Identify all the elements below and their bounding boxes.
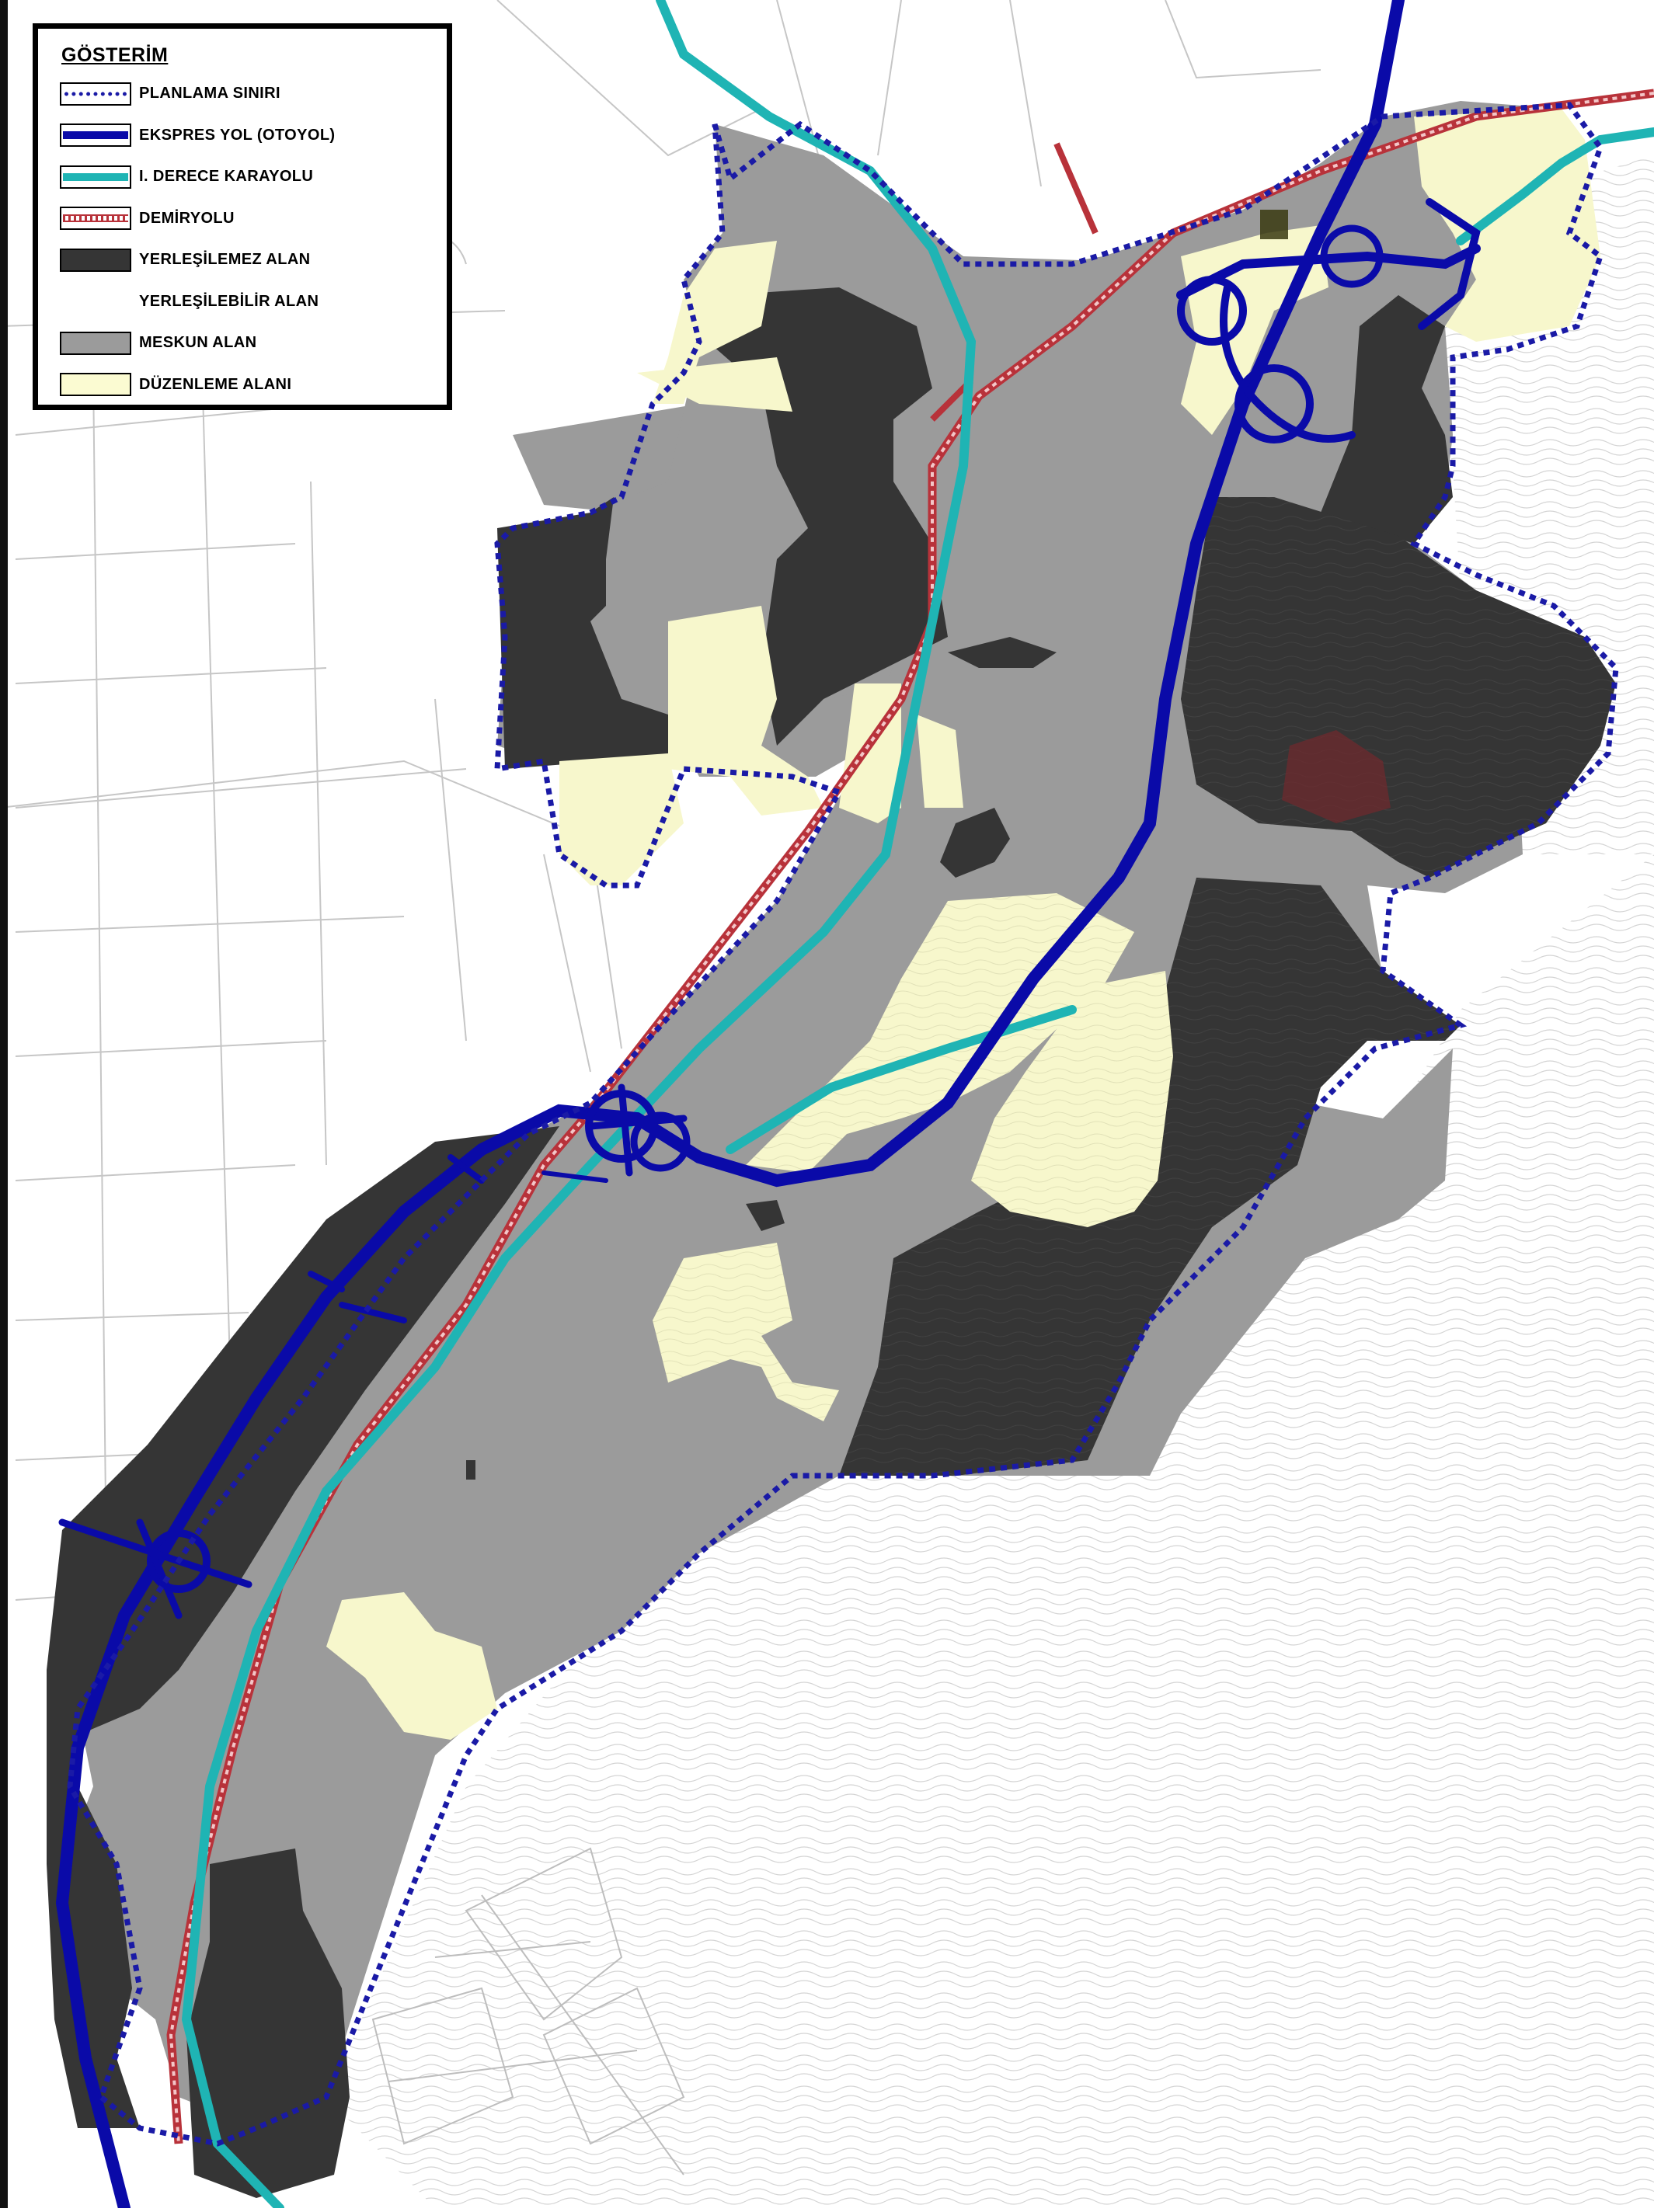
planning-boundary-swatch-icon [60,82,131,106]
yellow-contour-overlays [653,893,1173,1421]
legend-item-planlama-siniri: PLANLAMA SINIRI [60,73,430,115]
legend-item-duzenleme: DÜZENLEME ALANI [60,364,430,406]
legend-title: GÖSTERİM [61,44,169,66]
expressway[interactable] [55,0,1481,2212]
settlement-swatch-icon [60,290,131,313]
legend-label: PLANLAMA SINIRI [139,85,280,103]
legend-item-yerlesilebilir: YERLEŞİLEBİLİR ALAN [60,281,430,323]
duzenleme-center-west [668,606,824,816]
duzenleme-center-strip [917,715,963,808]
legend-item-demiryolu: DEMİRYOLU [60,198,430,240]
yerlesilemez-small-3 [746,1200,785,1231]
legend-label: DÜZENLEME ALANI [139,375,292,393]
legend-label: DEMİRYOLU [139,209,235,227]
railway-swatch-icon [60,207,131,231]
yerlesilemez-northeast [1321,295,1453,544]
development-swatch-icon [60,373,131,397]
legend-item-ekspres-yol: EKSPRES YOL (OTOYOL) [60,115,430,157]
expressway-swatch-icon [60,123,131,148]
yerlesilemez-west-block [497,497,684,769]
duzenleme-west-1 [653,241,777,404]
yerlesilemez-small-1 [948,637,1057,668]
legend-label: EKSPRES YOL (OTOYOL) [139,126,336,144]
red-patch [1282,730,1391,823]
legend-label: YERLEŞİLEBİLİR ALAN [139,292,319,310]
primary-road-swatch-icon [60,165,131,189]
dark-square-marker [1260,210,1288,239]
legend-label: I. DERECE KARAYOLU [139,168,314,186]
basemap-parcels [0,0,1321,1787]
yerlesilemez-south-block [186,1849,350,2198]
legend-label: YERLEŞİLEMEZ ALAN [139,251,311,269]
legend-box: GÖSTERİM PLANLAMA SINIRI EKSPRES YOL (OT… [33,23,452,410]
yerlesilemez-small-2 [940,808,1010,878]
yerlesilemez-small-4 [466,1460,475,1480]
left-frame-line [0,0,8,2208]
duzenleme-south-west [326,1592,497,1740]
legend-item-yerlesilemez: YERLEŞİLEMEZ ALAN [60,239,430,281]
legend-item-meskun: MESKUN ALAN [60,322,430,364]
non-settlement-swatch-icon [60,248,131,272]
residential-swatch-icon [60,331,131,355]
town-blocks [371,1847,685,2175]
yerlesilemez-north-cluster [699,287,948,746]
legend-item-karayolu: I. DERECE KARAYOLU [60,156,430,198]
legend-label: MESKUN ALAN [139,334,257,352]
duzenleme-west-2 [637,357,792,412]
planning-boundary[interactable] [67,102,1619,2147]
